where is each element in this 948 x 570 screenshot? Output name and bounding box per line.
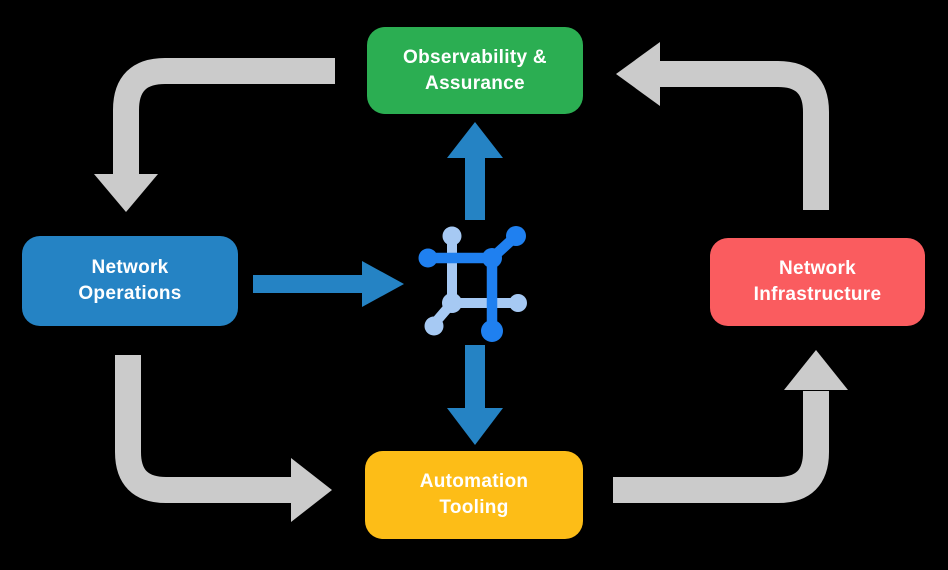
node-label-line1: Network <box>778 258 857 279</box>
flow-arrow-center-to-top <box>447 122 503 220</box>
node-label: Automation Tooling <box>420 469 529 521</box>
cycle-arrow-top-right <box>616 42 829 210</box>
node-label-line2: Assurance <box>425 72 525 94</box>
node-network-infrastructure: Network Infrastructure <box>710 238 925 326</box>
flow-arrow-center-to-bottom <box>447 345 503 445</box>
node-label: Network Infrastructure <box>754 256 882 308</box>
node-label-line1: Network <box>91 257 169 278</box>
node-label-line2: Operations <box>78 283 182 304</box>
flow-arrow-left-to-center <box>253 261 404 307</box>
cycle-arrow-bottom-right <box>613 350 848 503</box>
node-automation-tooling: Automation Tooling <box>365 451 583 539</box>
cycle-arrow-bottom-left <box>115 355 332 522</box>
cycle-arrow-top-left <box>94 58 335 212</box>
node-observability-assurance: Observability & Assurance <box>367 27 583 114</box>
node-label: Observability & Assurance <box>403 45 547 97</box>
network-mesh-icon <box>418 226 527 342</box>
node-label-line2: Tooling <box>439 497 509 518</box>
network-mesh-icon-dark <box>418 226 526 342</box>
node-label-line1: Automation <box>419 471 529 492</box>
node-label: Network Operations <box>78 255 181 307</box>
node-label-line1: Observability & <box>403 46 547 68</box>
node-label-line2: Infrastructure <box>753 284 882 305</box>
node-network-operations: Network Operations <box>22 236 238 326</box>
